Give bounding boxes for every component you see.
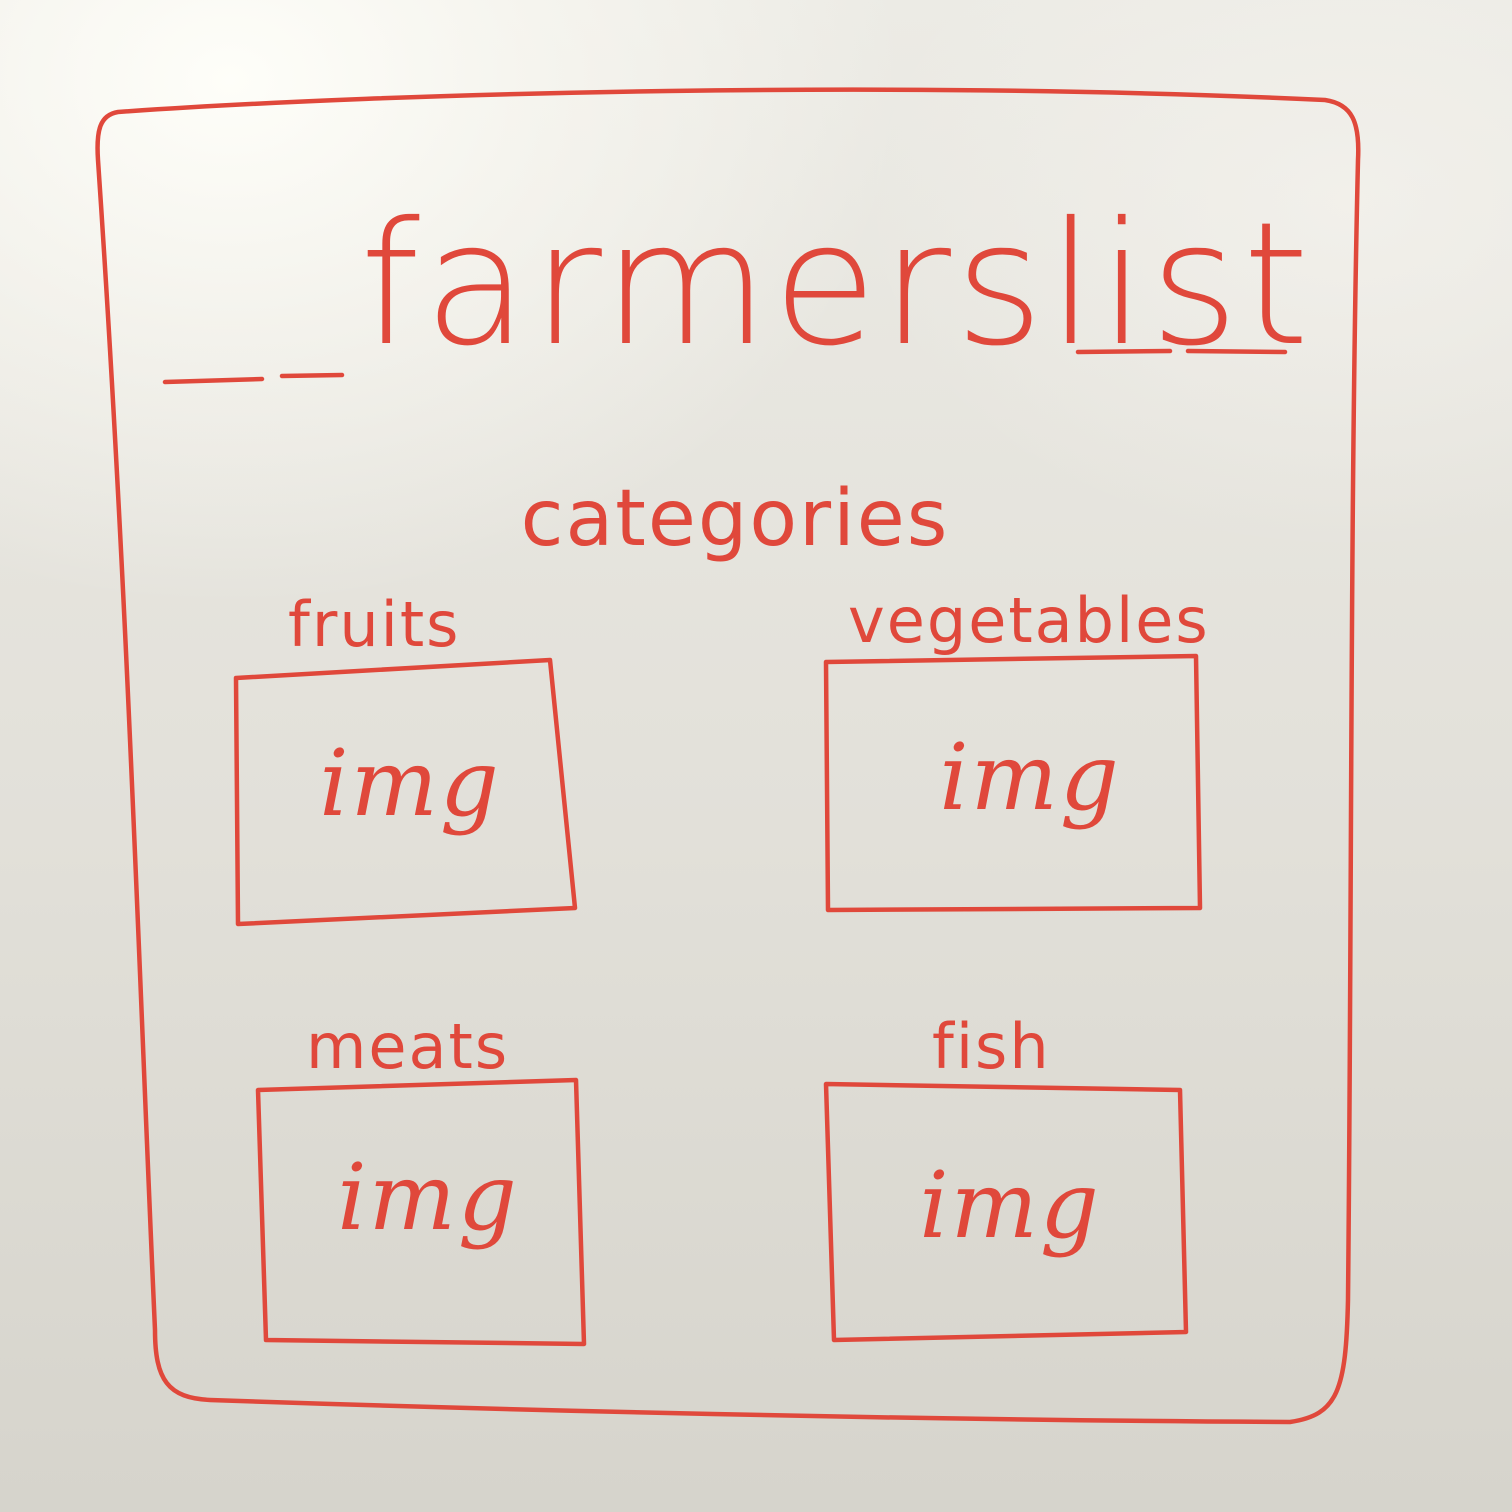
meats-image-box xyxy=(255,1077,587,1347)
categories-heading: categories xyxy=(520,474,950,564)
vegetables-image-placeholder: img xyxy=(939,724,1121,831)
fruits-image-box xyxy=(233,657,578,927)
meats-image-placeholder: img xyxy=(337,1144,519,1251)
fish-image-box xyxy=(823,1081,1189,1343)
page-title: farmerslist xyxy=(360,186,1314,384)
category-label-meats: meats xyxy=(306,1010,510,1083)
page-frame xyxy=(95,87,1361,1425)
title-dash-right xyxy=(1075,348,1173,355)
title-dash-left xyxy=(162,376,265,385)
fish-image-placeholder: img xyxy=(919,1152,1101,1259)
category-label-fish: fish xyxy=(932,1010,1051,1083)
category-label-fruits: fruits xyxy=(288,588,461,661)
title-dash-right-2 xyxy=(1185,348,1288,355)
fruits-image-placeholder: img xyxy=(319,730,501,837)
vegetables-image-box xyxy=(823,653,1203,913)
title-dash-left-2 xyxy=(279,372,345,379)
category-label-vegetables: vegetables xyxy=(848,584,1210,657)
